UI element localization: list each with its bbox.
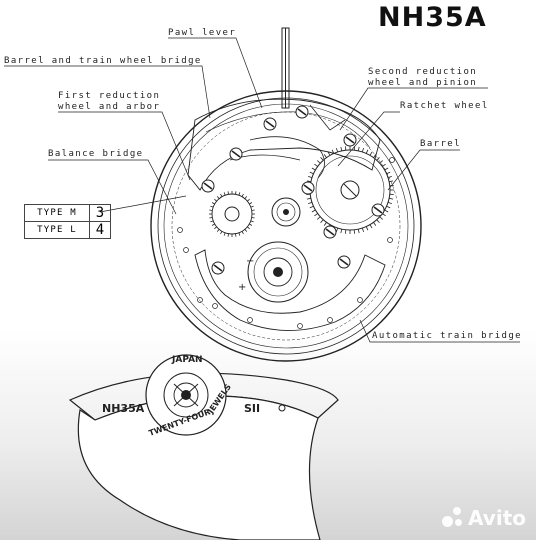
label-automatic-train-bridge: Automatic train bridge	[372, 331, 522, 341]
label-first-reduction-1: First reduction	[58, 91, 160, 101]
type-table: TYPE M 3 TYPE L 4	[24, 204, 111, 239]
label-barrel: Barrel	[420, 139, 461, 149]
type-row: TYPE L 4	[25, 222, 111, 239]
automatic-train-bridge	[195, 250, 385, 331]
avito-logo-icon	[442, 507, 464, 529]
second-reduction-wheel	[209, 191, 255, 237]
svg-text:+: +	[238, 282, 246, 293]
balance-wheel: − +	[238, 242, 308, 302]
label-second-reduction-1: Second reduction	[368, 67, 477, 77]
label-ratchet-wheel: Ratchet wheel	[400, 101, 489, 111]
label-balance-bridge: Balance bridge	[48, 149, 143, 159]
label-first-reduction-2: wheel and arbor	[58, 102, 160, 112]
page-title: NH35A	[378, 2, 487, 33]
type-name: TYPE L	[25, 222, 90, 239]
type-value: 4	[90, 222, 111, 239]
svg-text:−: −	[246, 256, 254, 267]
rotor-sii-text: SII	[244, 402, 260, 415]
rotor-model-text: NH35A	[102, 402, 145, 415]
type-value: 3	[90, 205, 111, 222]
avito-watermark-text: Avito	[468, 506, 526, 530]
label-second-reduction-2: wheel and pinion	[368, 78, 477, 88]
center-wheel	[272, 198, 300, 226]
label-pawl-lever: Pawl lever	[168, 28, 236, 38]
label-barrel-train-bridge: Barrel and train wheel bridge	[4, 56, 202, 66]
pawl-lever	[230, 105, 345, 178]
winding-stem	[282, 28, 289, 108]
type-row: TYPE M 3	[25, 205, 111, 222]
avito-watermark: Avito	[442, 506, 526, 530]
rotor-japan-text: JAPAN	[171, 355, 203, 365]
type-name: TYPE M	[25, 205, 90, 222]
